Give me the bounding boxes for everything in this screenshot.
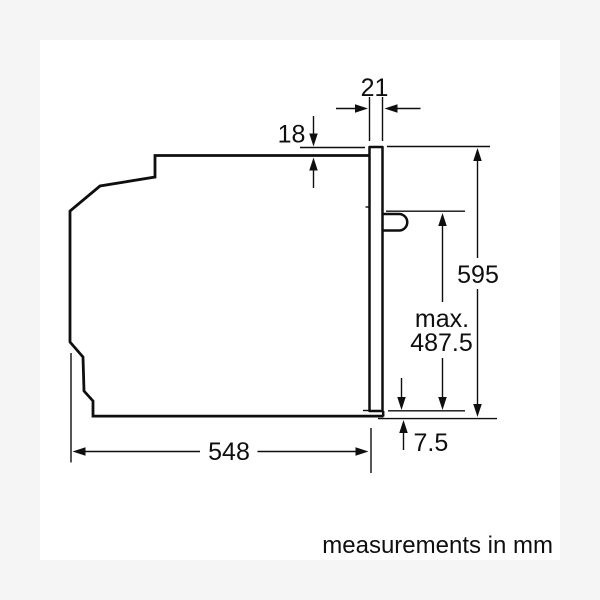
oven-front-frame [368, 145, 384, 413]
units-note: measurements in mm [322, 532, 553, 559]
arrowhead-left-icon [384, 104, 398, 113]
arrowhead-down-icon [397, 397, 406, 410]
dim-handle-max: max. 487.5 [386, 210, 473, 410]
dim-label-487-5: 487.5 [410, 329, 473, 357]
arrowhead-down-icon [309, 133, 318, 147]
dim-label-548: 548 [208, 438, 250, 466]
arrowhead-right-icon [355, 447, 369, 456]
arrowhead-up-icon [473, 148, 482, 161]
dim-label-7-5: 7.5 [414, 429, 449, 457]
bottom-reference-lines [378, 410, 497, 420]
dim-label-21: 21 [361, 74, 389, 102]
dim-label-595: 595 [457, 261, 499, 289]
arrowhead-up-icon [309, 157, 318, 171]
dim-label-max: max. [415, 305, 469, 333]
arrowhead-right-icon [355, 104, 368, 113]
arrowhead-down-icon [438, 397, 447, 410]
oven-body-outline [68, 154, 384, 418]
dim-depth: 548 [70, 353, 372, 473]
oven-door-handle [381, 212, 409, 232]
arrowhead-left-icon [72, 447, 86, 456]
dim-height: 595 [387, 145, 499, 417]
dim-label-18: 18 [278, 121, 306, 149]
oven-outline-group [68, 145, 409, 418]
arrowhead-up-icon [438, 213, 447, 226]
arrowhead-down-icon [473, 404, 482, 417]
dim-front-protrusion: 21 [336, 74, 421, 141]
dim-top-overlap: 18 [278, 116, 365, 188]
arrowhead-up-icon [399, 420, 408, 433]
diagram-surface [40, 40, 560, 560]
dim-bottom-overhang: 7.5 [397, 378, 448, 457]
